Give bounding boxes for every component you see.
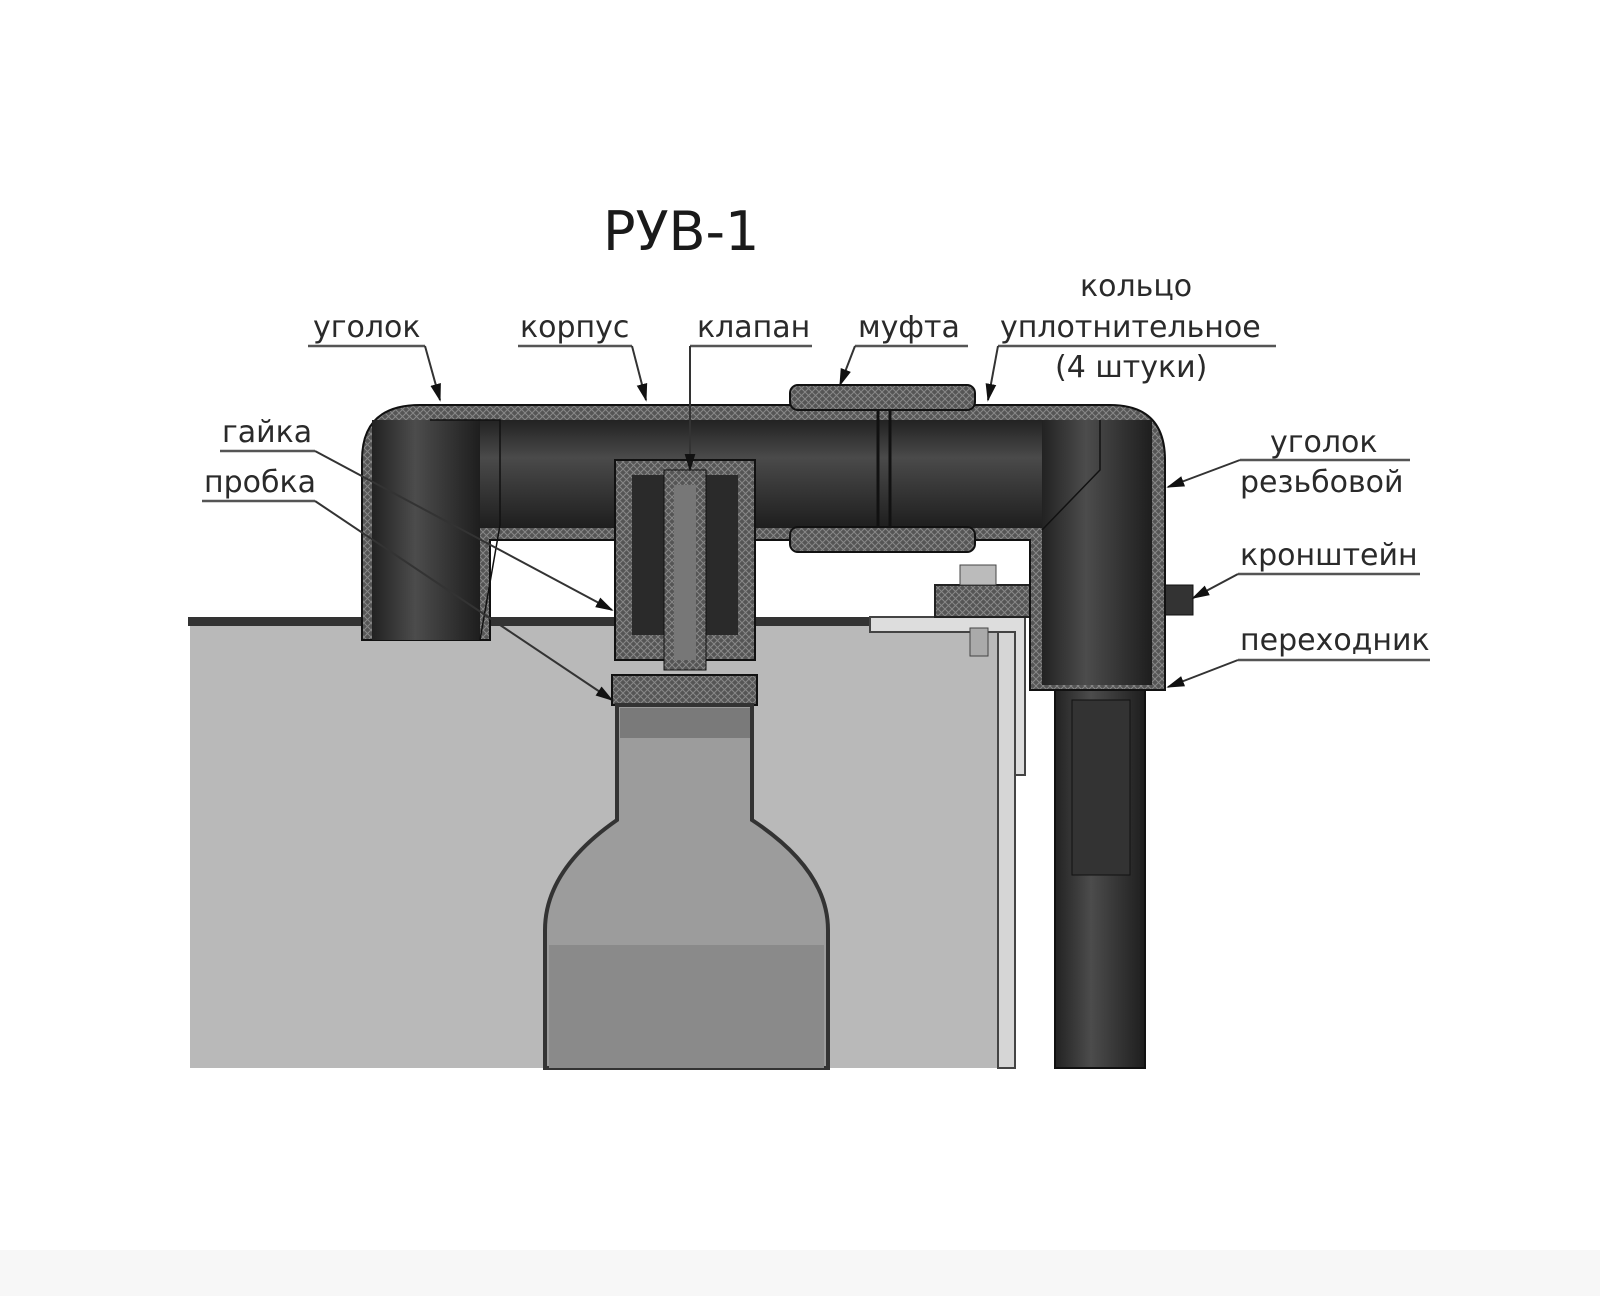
label-text: кронштейн xyxy=(1240,538,1418,573)
bottle xyxy=(543,674,830,1070)
label-text: переходник xyxy=(1240,623,1430,658)
diagram-title: РУВ-1 xyxy=(603,200,759,263)
label-perekhodnik: переходник xyxy=(1166,623,1430,688)
label-koltso: кольцо уплотнительное (4 штуки) xyxy=(985,269,1276,402)
drain-pipe xyxy=(1054,689,1146,1069)
bottom-strip xyxy=(0,1250,1600,1296)
coupling xyxy=(789,384,976,553)
label-text: кольцо xyxy=(1080,269,1192,304)
label-text: гайка xyxy=(222,415,312,450)
label-klapan: клапан xyxy=(684,310,812,472)
label-text: корпус xyxy=(520,310,629,345)
label-gayka: гайка xyxy=(220,415,614,611)
label-text: муфта xyxy=(858,310,960,345)
label-text: клапан xyxy=(697,310,810,345)
label-text: уголок xyxy=(313,310,421,345)
label-kronshtein: кронштейн xyxy=(1191,538,1420,599)
label-ugolok: уголок xyxy=(308,310,441,402)
valve xyxy=(614,459,756,671)
label-text: уплотнительное xyxy=(1000,310,1261,345)
label-ugolok-rezbovoy: уголок резьбовой xyxy=(1166,425,1410,500)
label-text: резьбовой xyxy=(1240,465,1404,500)
label-probka: пробка xyxy=(202,465,614,702)
label-mufta: муфта xyxy=(839,310,968,387)
label-text: уголок xyxy=(1270,425,1378,460)
label-korpus: корпус xyxy=(518,310,648,402)
label-text: пробка xyxy=(204,465,316,500)
label-text: (4 штуки) xyxy=(1055,350,1207,385)
pipe-body xyxy=(361,404,1166,691)
